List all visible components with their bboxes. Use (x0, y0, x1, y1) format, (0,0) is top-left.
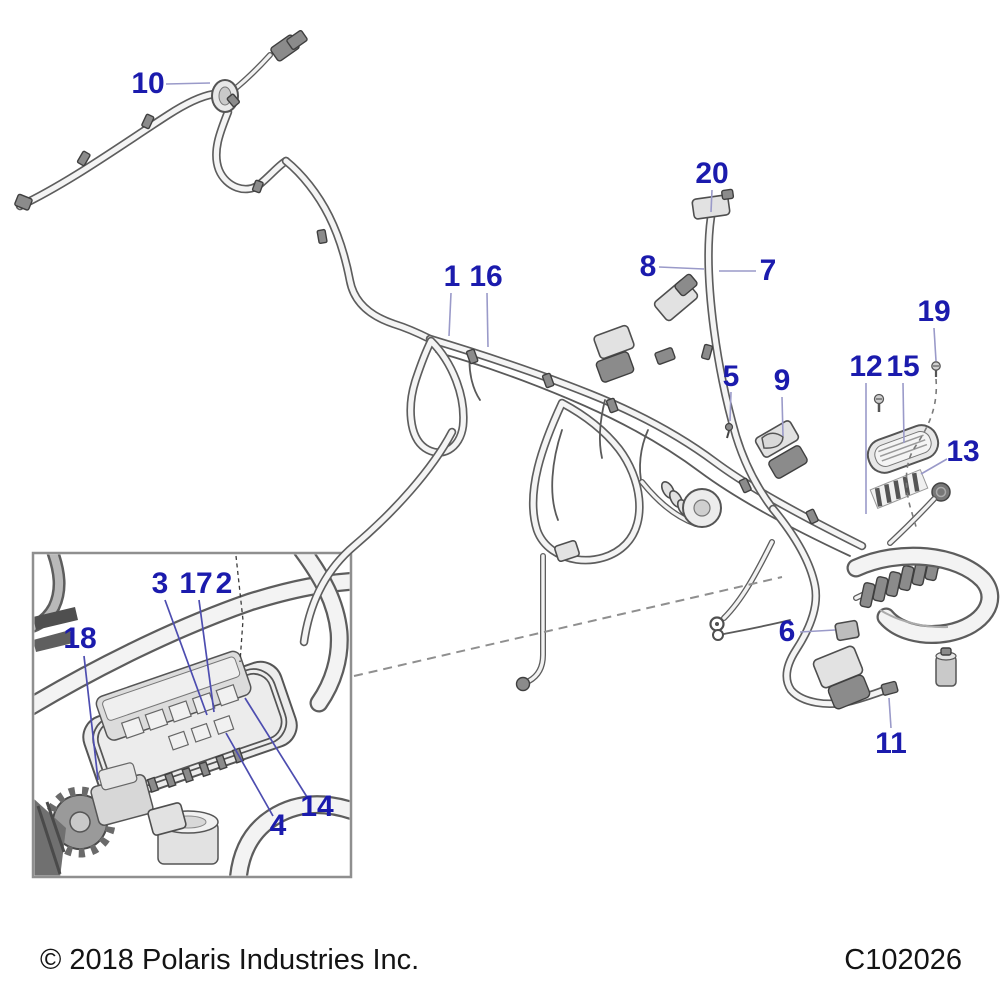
screw-part (873, 393, 885, 412)
end-connector (14, 193, 33, 211)
callout-19: 19 (917, 295, 951, 328)
fitting-11 (880, 680, 899, 696)
leader-5 (729, 391, 732, 422)
callout-4: 4 (269, 809, 287, 842)
inset-bracket-bar (34, 607, 78, 630)
callout-8: 8 (639, 250, 657, 283)
callout-11: 11 (875, 727, 907, 760)
leader-8 (658, 266, 705, 270)
round-connector (931, 482, 951, 502)
callout-18: 18 (63, 622, 97, 655)
drop-connector (515, 676, 531, 692)
leader-13 (920, 458, 948, 475)
leader-19 (933, 327, 937, 362)
cap-9 (761, 432, 784, 449)
cylinder-part (935, 647, 957, 687)
callout-3: 3 (151, 567, 169, 600)
callout-10: 10 (131, 67, 165, 100)
leader-3 (164, 599, 208, 716)
leader-17 (198, 599, 215, 713)
inset-fuse-box (82, 650, 298, 802)
leader-10 (165, 82, 211, 85)
main-harness-trunk (299, 334, 867, 692)
center-connector-cluster (554, 273, 699, 563)
inset-reference-dashed-line (353, 576, 783, 677)
reference-lines (235, 378, 938, 677)
leader-lines (83, 82, 948, 817)
inset-bracket (90, 762, 154, 826)
callout-6: 6 (778, 615, 796, 648)
bolt-5 (724, 422, 734, 439)
part-number: C102026 (844, 944, 962, 976)
copyright-text: © 2018 Polaris Industries Inc. (40, 944, 420, 976)
callout-9: 9 (773, 364, 791, 397)
callout-7: 7 (759, 254, 777, 287)
callout-12: 12 (849, 350, 883, 383)
callout-17: 17 (179, 567, 213, 600)
callout-5: 5 (722, 360, 740, 393)
leader-15 (902, 382, 905, 444)
dashed-leader-2 (235, 555, 244, 663)
leader-4 (225, 732, 274, 817)
relay-6 (834, 619, 860, 642)
callout-16: 16 (469, 260, 503, 293)
leader-14 (244, 697, 308, 798)
callout-1: 1 (443, 260, 461, 293)
callout-14: 14 (300, 790, 334, 823)
leader-18 (83, 655, 99, 781)
leader-9 (781, 396, 784, 437)
relay-blocks (812, 645, 871, 710)
dashed-line-19 (905, 378, 938, 531)
leader-1 (448, 292, 452, 337)
callout-15: 15 (886, 350, 920, 383)
callout-13: 13 (946, 435, 980, 468)
chassis-harness-branch (14, 30, 435, 344)
screw-19 (931, 361, 941, 377)
leader-20 (710, 189, 713, 213)
pump-component (639, 479, 722, 528)
vent-label (869, 468, 929, 510)
leader-16 (486, 292, 489, 348)
terminal-strip (859, 555, 941, 609)
callout-2: 2 (215, 567, 233, 600)
leader-6 (799, 629, 836, 633)
callout-20: 20 (695, 157, 729, 190)
leader-11 (888, 697, 892, 729)
